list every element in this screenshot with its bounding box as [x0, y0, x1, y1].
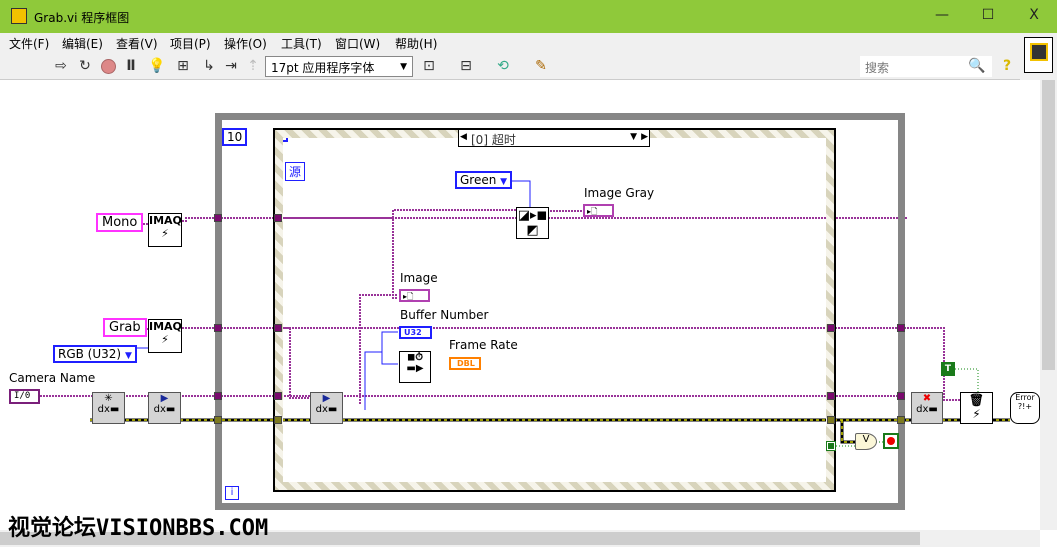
buffer-number-indicator: U32	[399, 326, 432, 339]
imaq-create-grab[interactable]: IMAQ⚡	[148, 319, 182, 353]
camera-name-label: Camera Name	[9, 371, 96, 385]
error-tunnel	[214, 416, 222, 424]
font-select-value: 17pt 应用程序字体	[271, 61, 375, 75]
menu-edit[interactable]: 编辑(E)	[62, 37, 103, 51]
image-indicator: ▸🗋	[399, 289, 430, 302]
tunnel	[827, 324, 835, 332]
prev-case-icon[interactable]: ◀	[460, 132, 467, 142]
font-select[interactable]: 17pt 应用程序字体▼	[265, 56, 413, 77]
abort-icon[interactable]	[101, 59, 116, 74]
vertical-scrollbar[interactable]	[1040, 80, 1057, 530]
reorder-icon[interactable]: ⟲	[497, 58, 509, 74]
menu-bar: 文件(F) 编辑(E) 查看(V) 项目(P) 操作(O) 工具(T) 窗口(W…	[0, 33, 1020, 53]
imaq-create-mono[interactable]: IMAQ⚡	[148, 213, 182, 247]
block-diagram[interactable]: 10 ⧗ [0] 超时 ▼ ◀ ▶ 源 Mono IMAQ⚡ Grab IMAQ…	[0, 80, 1040, 530]
help-icon[interactable]: ?	[1002, 58, 1012, 74]
image-label: Image	[400, 271, 438, 285]
title-bar: Grab.vi 程序框图 — ☐ X	[0, 0, 1057, 33]
stop-condition-icon[interactable]	[883, 433, 899, 449]
run-continuous-icon[interactable]: ↻	[79, 58, 91, 74]
true-constant[interactable]: T	[941, 362, 955, 376]
tunnel	[214, 324, 222, 332]
step-into-icon[interactable]: ↳	[203, 58, 215, 74]
frame-rate-label: Frame Rate	[449, 338, 518, 352]
step-over-icon[interactable]: ⇥	[225, 58, 237, 74]
timeout-boolean-terminal	[826, 441, 836, 451]
color-plane-enum[interactable]: Green ▼	[455, 171, 513, 189]
error-tunnel	[897, 416, 905, 424]
extract-color-plane[interactable]: ◪▸◼◩	[516, 207, 549, 239]
camera-name-control[interactable]: I/0	[9, 389, 40, 404]
error-tunnel	[827, 416, 835, 424]
case-selector-label: [0] 超时	[471, 133, 516, 147]
vi-icon-panel	[1020, 33, 1057, 80]
grab-constant[interactable]: Grab	[103, 318, 147, 337]
step-out-icon[interactable]: ⇡	[247, 58, 259, 74]
run-arrow-icon[interactable]: ⇨	[55, 58, 67, 74]
menu-project[interactable]: 项目(P)	[170, 37, 211, 51]
boolean-wires	[836, 368, 979, 447]
tunnel	[274, 392, 282, 400]
menu-help[interactable]: 帮助(H)	[395, 37, 438, 51]
image-gray-label: Image Gray	[584, 186, 655, 200]
frame-rate-indicator: DBL	[449, 357, 481, 370]
image-type-enum[interactable]: RGB (U32) ▼	[53, 345, 137, 363]
loop-count-constant[interactable]: 10	[222, 128, 248, 146]
next-case-icon[interactable]: ▶	[641, 132, 648, 142]
menu-operate[interactable]: 操作(O)	[224, 37, 267, 51]
menu-window[interactable]: 窗口(W)	[335, 37, 381, 51]
tunnel	[214, 392, 222, 400]
highlight-execution-icon[interactable]: 💡	[148, 58, 166, 74]
close-button[interactable]: X	[1029, 7, 1039, 23]
tunnel	[274, 324, 282, 332]
horizontal-scrollbar[interactable]	[0, 530, 1040, 547]
align-objects-icon[interactable]: ⊡	[423, 58, 435, 74]
menu-view[interactable]: 查看(V)	[116, 37, 158, 51]
imaqdx-close-camera[interactable]: ✖dx▬	[911, 392, 943, 424]
toolbar: ⇨ ↻ Ⅱ 💡 ⊞ ↳ ⇥ ⇡ 17pt 应用程序字体▼ ⊡ ⊟ ⟲ ✎ 搜索 …	[0, 53, 1020, 80]
menu-file[interactable]: 文件(F)	[9, 37, 50, 51]
iteration-terminal: i	[225, 486, 239, 500]
buffer-number-label: Buffer Number	[400, 308, 489, 322]
imaqdx-grab[interactable]: ▶dx▬	[310, 392, 343, 424]
search-icon[interactable]: 🔍	[968, 58, 986, 74]
imaqdx-configure-grab[interactable]: ▶dx▬	[148, 392, 181, 424]
dropdown-icon: ▼	[630, 132, 637, 142]
watermark: 视觉论坛VISIONBBS.COM	[8, 516, 269, 541]
get-frame-rate-node[interactable]: ◼⏱▬▶	[399, 351, 431, 383]
tunnel	[897, 392, 905, 400]
pause-icon[interactable]: Ⅱ	[126, 58, 136, 74]
search-placeholder: 搜索	[865, 61, 890, 75]
tunnel	[214, 214, 222, 222]
tunnel	[274, 214, 282, 222]
or-gate[interactable]: V	[855, 433, 877, 450]
search-input[interactable]: 搜索	[860, 56, 992, 77]
tunnel	[897, 324, 905, 332]
tunnel	[827, 392, 835, 400]
imaq-dispose-node[interactable]: 🗑⚡	[960, 392, 993, 424]
simple-error-handler[interactable]: Error?!+	[1010, 392, 1040, 424]
case-selector[interactable]: [0] 超时 ▼ ◀ ▶	[458, 129, 650, 147]
minimize-button[interactable]: —	[935, 7, 949, 23]
distribute-objects-icon[interactable]: ⊟	[460, 58, 472, 74]
event-source-node: 源	[285, 162, 306, 181]
error-tunnel	[274, 416, 282, 424]
maximize-button[interactable]: ☐	[981, 7, 995, 23]
cleanup-diagram-icon[interactable]: ✎	[535, 58, 547, 74]
window-title: Grab.vi 程序框图	[34, 11, 130, 25]
image-gray-indicator: ▸🗋	[583, 204, 614, 217]
labview-icon	[11, 8, 27, 24]
imaqdx-open-camera[interactable]: ✳dx▬	[92, 392, 125, 424]
while-loop[interactable]	[215, 113, 905, 510]
error-wire	[90, 419, 1010, 443]
mono-constant[interactable]: Mono	[96, 213, 144, 232]
menu-tools[interactable]: 工具(T)	[281, 37, 322, 51]
retain-wire-values-icon[interactable]: ⊞	[177, 58, 189, 74]
event-structure[interactable]	[273, 128, 836, 492]
vi-icon[interactable]	[1024, 37, 1053, 73]
